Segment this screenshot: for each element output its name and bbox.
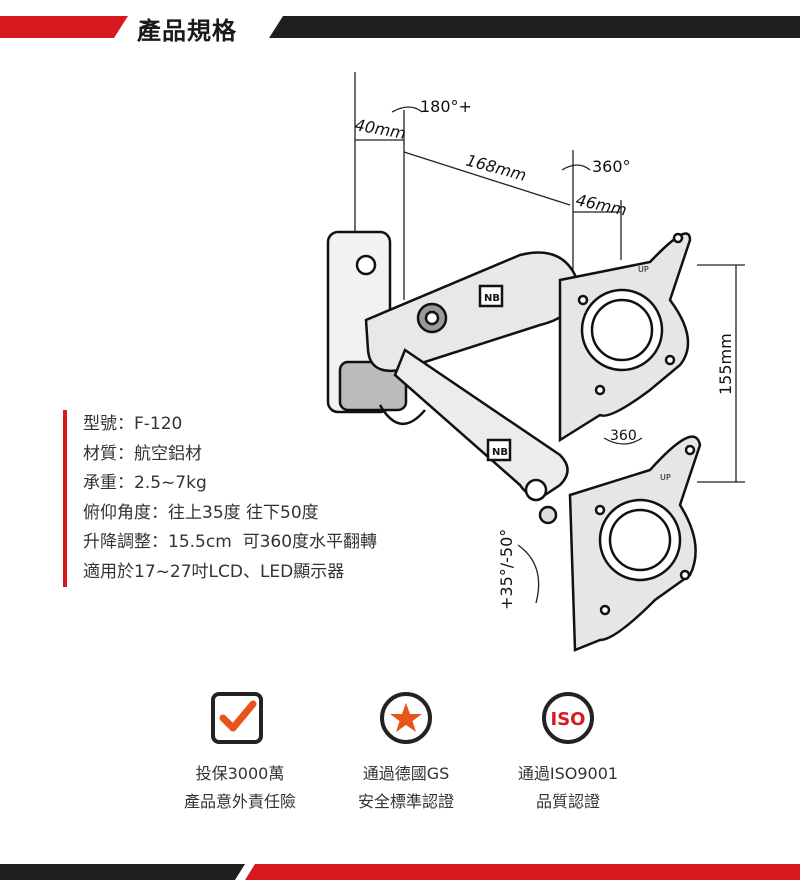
dim-rotation-360: 360°: [592, 157, 631, 176]
badge-iso-line2: 品質認證: [535, 792, 600, 811]
iso-icon-text: ISO: [551, 709, 586, 730]
spec-material: 材質：航空鋁材: [83, 443, 202, 464]
badge-insurance: 投保3000萬 產品意外責任險: [140, 760, 340, 816]
page-title: 產品規格: [137, 17, 237, 45]
spec-tilt: 俯仰角度：往上35度 往下50度: [83, 502, 319, 523]
spec-model: 型號：F-120: [83, 414, 183, 434]
logo-upper-arm: NB: [484, 293, 500, 304]
badge-iso-line1: 通過ISO9001: [517, 764, 619, 783]
spec-load: 承重：2.5~7kg: [83, 473, 207, 493]
iso-icon: ISO: [542, 692, 594, 744]
dim-168mm: 168mm: [464, 151, 529, 185]
check-icon: [211, 692, 263, 744]
plate-label-top: UP: [638, 265, 649, 274]
badge-insurance-line1: 投保3000萬: [195, 764, 285, 783]
star-icon: [380, 692, 432, 744]
badge-gs-line2: 安全標準認證: [357, 792, 454, 811]
dim-tilt: +35°/-50°: [497, 529, 516, 610]
badge-insurance-line2: 產品意外責任險: [183, 792, 296, 811]
dim-360-bottom: 360: [610, 428, 637, 444]
product-diagram: 180°+ 40mm 168mm 360° 46mm 155mm +35°/-5…: [326, 72, 745, 652]
plate-label-bottom: UP: [660, 473, 671, 482]
logo-lower-arm: NB: [492, 447, 508, 458]
spec-compatibility: 適用於17~27吋LCD、LED顯示器: [83, 561, 345, 582]
badge-gs: 通過德國GS 安全標準認證: [306, 760, 506, 816]
dim-rotation-180: 180°+: [420, 97, 472, 116]
dim-155mm: 155mm: [716, 333, 735, 395]
badge-gs-line1: 通過德國GS: [362, 764, 450, 783]
header-bar: [0, 16, 800, 38]
spec-height: 升降調整：15.5cm 可360度水平翻轉: [83, 532, 378, 552]
footer-bar: [0, 864, 800, 880]
badge-iso: 通過ISO9001 品質認證: [468, 760, 668, 816]
dim-46mm: 46mm: [574, 190, 628, 219]
dim-40mm: 40mm: [353, 115, 407, 143]
spec-list: 型號：F-120 材質：航空鋁材 承重：2.5~7kg 俯仰角度：往上35度 往…: [63, 410, 377, 587]
